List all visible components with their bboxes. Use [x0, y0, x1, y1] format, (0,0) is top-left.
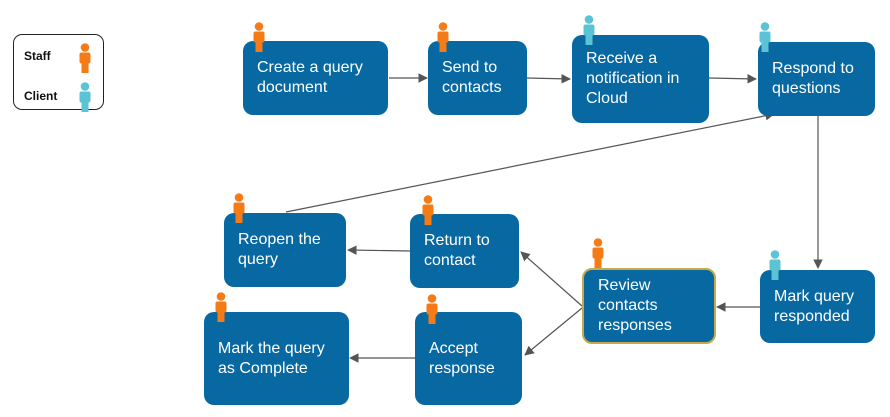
- step-send-to-contacts: Send to contacts: [428, 41, 527, 115]
- step-label-line: Accept: [429, 339, 478, 357]
- step-label-line: Send to: [442, 59, 498, 76]
- arrow-send-to-receive: [526, 74, 571, 84]
- step-receive-notification: Receive a notification in Cloud: [572, 35, 709, 123]
- step-label-line: Create a query: [257, 59, 363, 76]
- legend: Staff Client: [13, 34, 104, 112]
- step-label-line: responses: [598, 317, 672, 334]
- step-label-line: notification in: [586, 70, 680, 87]
- step-accept-response: Accept response: [415, 312, 522, 405]
- arrow-review-to-return: [520, 251, 583, 307]
- step-label-line: Cloud: [586, 90, 628, 107]
- step-label-line: Receive a: [586, 50, 658, 67]
- staff-person-icon: [233, 193, 245, 223]
- staff-person-icon: [422, 195, 434, 225]
- step-label-line: contacts: [598, 297, 658, 314]
- step-label-line: contact: [424, 252, 476, 269]
- client-person-icon: [769, 250, 781, 280]
- step-label-line: response: [429, 359, 495, 377]
- step-review-contacts-responses: Review contacts responses: [582, 268, 716, 344]
- step-reopen-the-query: Reopen the query: [224, 213, 346, 287]
- staff-person-icon: [437, 22, 449, 52]
- staff-person-icon: [426, 294, 438, 324]
- legend-client-label: Client: [24, 89, 58, 103]
- step-mark-query-complete: Mark the query as Complete: [204, 312, 349, 405]
- client-person-icon: [759, 22, 771, 52]
- step-label-line: responded: [774, 307, 850, 325]
- arrow-reopen-to-respond: [285, 110, 775, 213]
- step-label-line: Reopen the: [238, 231, 321, 248]
- client-person-icon: [79, 82, 91, 112]
- client-person-icon: [583, 15, 595, 45]
- step-return-to-contact: Return to contact: [410, 214, 519, 288]
- step-label-line: contacts: [442, 79, 502, 96]
- legend-staff-label: Staff: [24, 49, 51, 63]
- arrow-review-to-accept: [524, 307, 583, 356]
- staff-person-icon: [592, 238, 604, 268]
- step-respond-to-questions: Respond to questions: [758, 42, 875, 116]
- arrow-receive-to-respond: [708, 74, 757, 84]
- step-create-query-document: Create a query document: [243, 41, 388, 115]
- step-mark-query-responded: Mark query responded: [760, 270, 875, 343]
- step-label-line: Return to: [424, 232, 490, 249]
- step-label-line: Respond to: [772, 60, 854, 77]
- step-label-line: document: [257, 79, 328, 96]
- staff-person-icon: [215, 292, 227, 322]
- staff-person-icon: [79, 43, 91, 73]
- step-label-line: query: [238, 251, 279, 268]
- step-label-line: questions: [772, 80, 841, 97]
- step-label-line: Mark query: [774, 287, 855, 305]
- staff-person-icon: [253, 22, 265, 52]
- arrow-return-to-reopen: [347, 245, 411, 255]
- step-label-line: Review: [598, 277, 651, 294]
- step-label-line: as Complete: [218, 359, 308, 377]
- step-label-line: Mark the query: [218, 339, 325, 357]
